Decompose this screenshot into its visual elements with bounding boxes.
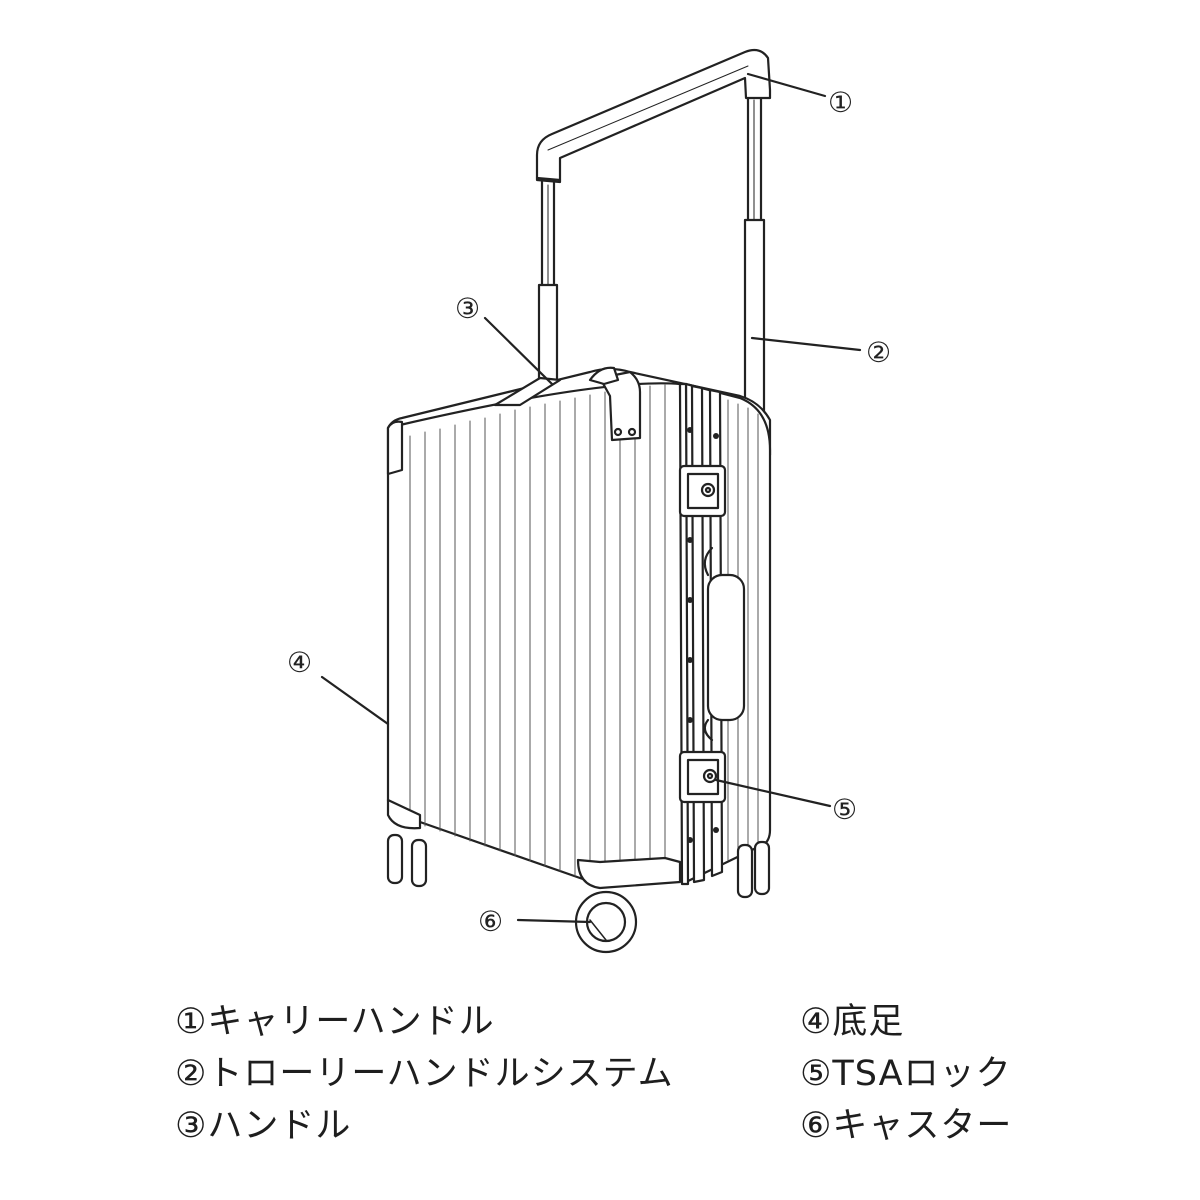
leader-2 [750,336,862,352]
leader-4 [320,675,390,726]
tsa-lock-lower [678,750,727,804]
callout-2: ② [866,336,891,369]
top-handle [493,366,620,407]
tsa-lock-upper [678,464,727,518]
legend-left-column: ①キャリーハンドル ②トローリーハンドルシステム ③ハンドル [175,996,674,1152]
leader-1 [746,72,827,98]
carry-handle-bar [535,48,772,184]
legend-item-feet: ④底足 [800,1002,905,1042]
caster-right-rear [736,840,771,899]
legend-item-handle: ③ハンドル [175,1106,352,1146]
leader-5 [714,778,832,808]
trolley-tube-left-lower [537,283,559,387]
corner-protector-left-top [386,420,404,476]
leader-lines [320,72,862,924]
callout-3: ③ [455,292,480,325]
legend-item-casters: ⑥キャスター [800,1106,1013,1146]
foot-left [386,798,422,830]
callout-6: ⑥ [478,905,503,938]
legend-item-carry-handle: ①キャリーハンドル [175,1002,495,1042]
callout-5: ⑤ [832,793,857,826]
leader-3 [483,316,554,386]
callout-4: ④ [287,646,312,679]
side-handle [703,546,746,742]
caster-left-rear [386,833,428,888]
corner-protector-bottom [576,856,682,890]
leader-6 [516,918,592,924]
callout-1: ① [828,86,853,119]
corner-protector-top [598,370,642,442]
legend-item-trolley-handle-system: ②トローリーハンドルシステム [175,1054,674,1094]
legend-item-tsa-lock: ⑤TSAロック [800,1054,1012,1094]
legend-right-column: ④底足 ⑤TSAロック ⑥キャスター [800,996,1012,1152]
